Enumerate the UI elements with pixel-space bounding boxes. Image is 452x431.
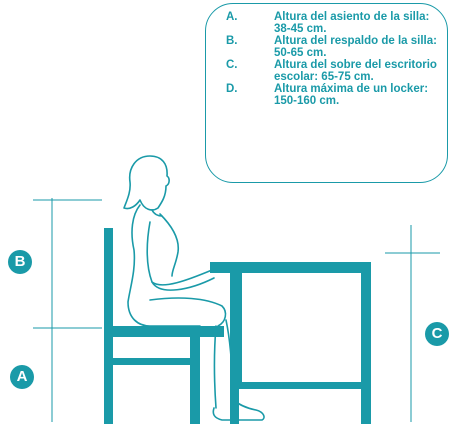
forearm	[151, 277, 215, 291]
legend-text: Altura del sobre del escritorio escolar:…	[274, 59, 437, 83]
desk-rail	[230, 382, 371, 389]
desk-right-leg	[361, 262, 371, 424]
legend-letter: A.	[226, 11, 238, 23]
legend-letter: D.	[226, 83, 238, 95]
head	[123, 155, 170, 211]
chair-front-leg	[190, 326, 200, 424]
shin-back	[213, 325, 217, 409]
legend-item-d: D. Altura máxima de un locker: 150-160 c…	[226, 83, 441, 107]
legend-item-a: A. Altura del asiento de la silla: 38-45…	[226, 11, 441, 35]
legend-item-c: C. Altura del sobre del escritorio escol…	[226, 59, 441, 83]
measurement-lines	[33, 198, 440, 422]
arm	[146, 221, 227, 286]
desk-left-leg	[230, 262, 239, 424]
legend-list: A. Altura del asiento de la silla: 38-45…	[226, 11, 441, 107]
legend-text: Altura del asiento de la silla: 38-45 cm…	[274, 11, 430, 35]
thigh	[149, 297, 227, 327]
legend-text: Altura del respaldo de la silla: 50-65 c…	[274, 35, 437, 59]
desk-panel	[239, 273, 242, 383]
foot	[212, 399, 265, 421]
torso-back	[127, 204, 201, 327]
desk-top	[210, 262, 371, 273]
legend-letter: C.	[226, 59, 238, 71]
chair-rail	[104, 358, 200, 365]
chair	[104, 228, 224, 424]
shin-front	[225, 319, 235, 405]
chair-seat	[104, 326, 224, 337]
seated-person	[123, 155, 265, 421]
legend-item-b: B. Altura del respaldo de la silla: 50-6…	[226, 35, 441, 59]
marker-a: A	[10, 365, 34, 389]
torso-front	[159, 213, 180, 277]
legend-box	[205, 3, 448, 183]
legend-letter: B.	[226, 35, 238, 47]
legend-text: Altura máxima de un locker: 150-160 cm.	[274, 83, 429, 107]
desk	[210, 262, 371, 424]
marker-b: B	[8, 250, 32, 274]
marker-c: C	[425, 322, 449, 346]
